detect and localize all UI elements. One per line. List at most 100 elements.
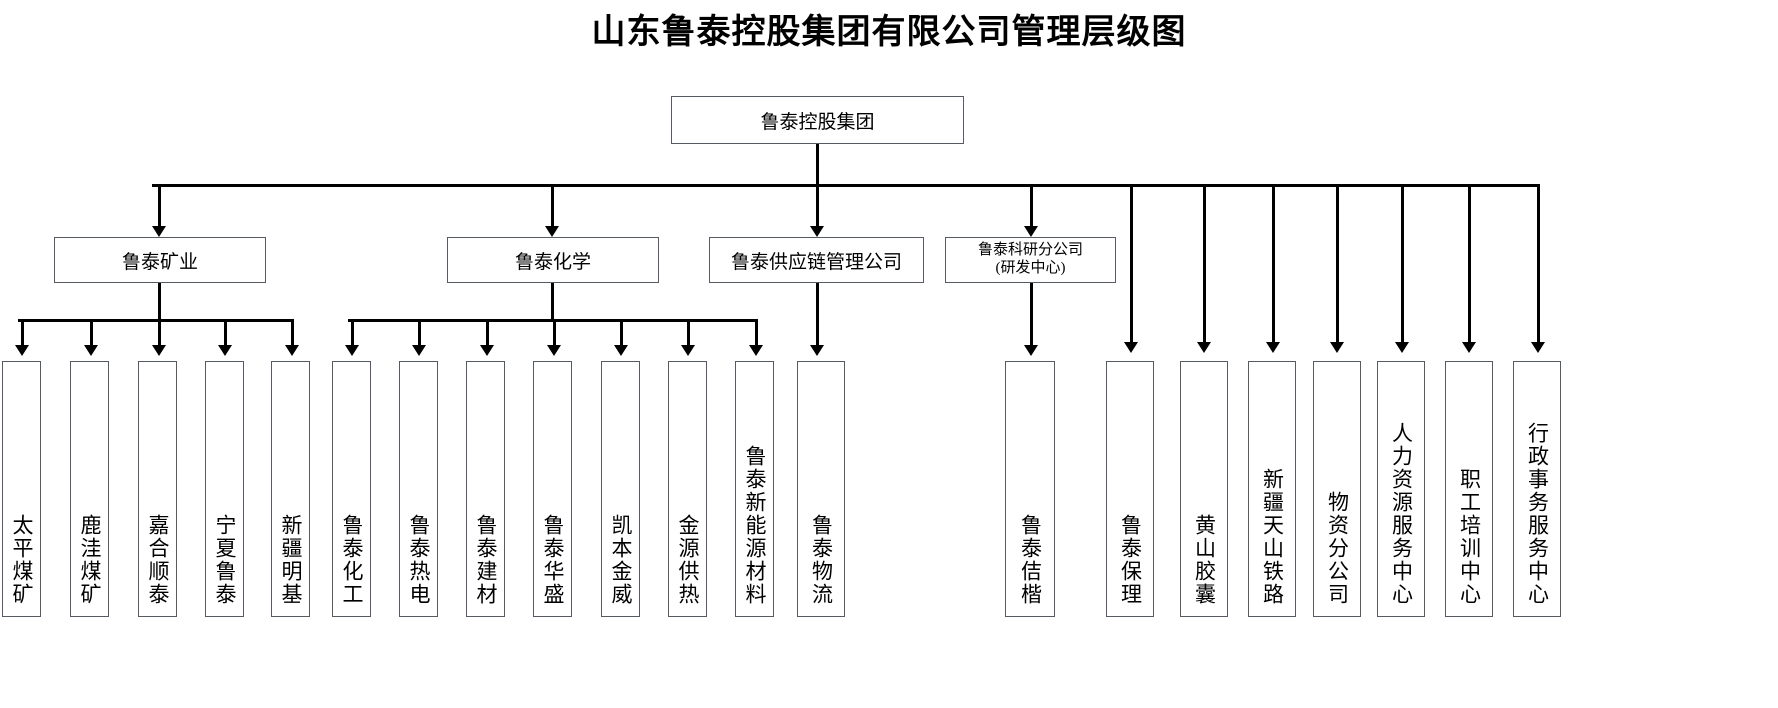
node-division-supply[interactable]: 鲁泰供应链管理公司 — [709, 237, 924, 283]
leaf-label-chemical-4: 凯本金威 — [609, 514, 633, 606]
node-root-label: 鲁泰控股集团 — [760, 111, 875, 133]
leaf-label-rnd-0: 鲁泰佶楷 — [1018, 514, 1043, 606]
leaf-node-supply-0[interactable]: 鲁泰物流 — [797, 361, 845, 617]
connector-drop-direct-6 — [1537, 184, 1540, 344]
connector-chemical-child-2 — [486, 319, 489, 347]
leaf-node-chemical-6[interactable]: 鲁泰新能源材料 — [735, 361, 774, 617]
connector-chemical-child-1 — [418, 319, 421, 347]
connector-mining-child-1 — [90, 319, 93, 347]
connector-root-stem — [816, 144, 819, 184]
leaf-node-mining-3[interactable]: 宁夏鲁泰 — [205, 361, 244, 617]
leaf-node-direct-1[interactable]: 黄山胶囊 — [1180, 361, 1228, 617]
leaf-label-direct-1: 黄山胶囊 — [1192, 514, 1217, 606]
arrow-mining-child-3 — [218, 345, 232, 356]
leaf-node-chemical-5[interactable]: 金源供热 — [668, 361, 707, 617]
leaf-label-chemical-3: 鲁泰华盛 — [541, 514, 565, 606]
arrow-mining-child-1 — [84, 345, 98, 356]
connector-mining-child-4 — [291, 319, 294, 347]
arrow-direct-1 — [1197, 342, 1211, 353]
leaf-label-direct-2: 新疆天山铁路 — [1260, 468, 1285, 606]
leaf-label-chemical-2: 鲁泰建材 — [474, 514, 498, 606]
leaf-node-mining-4[interactable]: 新疆明基 — [271, 361, 310, 617]
leaf-node-chemical-4[interactable]: 凯本金威 — [601, 361, 640, 617]
connector-chemical-child-3 — [553, 319, 556, 347]
arrow-chemical-child-1 — [412, 345, 426, 356]
leaf-node-chemical-2[interactable]: 鲁泰建材 — [466, 361, 505, 617]
arrow-rnd — [1024, 226, 1038, 237]
leaf-node-mining-0[interactable]: 太平煤矿 — [2, 361, 41, 617]
connector-drop-direct-5 — [1468, 184, 1471, 344]
leaf-label-mining-3: 宁夏鲁泰 — [213, 514, 237, 606]
arrow-chemical-child-4 — [614, 345, 628, 356]
connector-drop-direct-2 — [1272, 184, 1275, 344]
leaf-node-direct-2[interactable]: 新疆天山铁路 — [1248, 361, 1296, 617]
connector-mining-child-2 — [158, 319, 161, 347]
leaf-node-chemical-3[interactable]: 鲁泰华盛 — [533, 361, 572, 617]
connector-drop-direct-0 — [1130, 184, 1133, 344]
leaf-node-direct-6[interactable]: 行政事务服务中心 — [1513, 361, 1561, 617]
leaf-label-direct-0: 鲁泰保理 — [1118, 514, 1143, 606]
arrow-chemical-child-0 — [345, 345, 359, 356]
connector-mining-child-3 — [224, 319, 227, 347]
node-division-supply-label: 鲁泰供应链管理公司 — [730, 251, 902, 273]
arrow-mining-child-4 — [285, 345, 299, 356]
connector-drop-chemical — [551, 184, 554, 228]
leaf-label-mining-2: 嘉合顺泰 — [146, 514, 170, 606]
leaf-node-chemical-0[interactable]: 鲁泰化工 — [332, 361, 371, 617]
arrow-direct-4 — [1395, 342, 1409, 353]
connector-drop-mining — [158, 184, 161, 228]
leaf-node-direct-0[interactable]: 鲁泰保理 — [1106, 361, 1154, 617]
arrow-direct-0 — [1124, 342, 1138, 353]
arrow-chemical-child-3 — [547, 345, 561, 356]
leaf-label-mining-4: 新疆明基 — [279, 514, 303, 606]
arrow-direct-3 — [1330, 342, 1344, 353]
leaf-node-direct-3[interactable]: 物资分公司 — [1313, 361, 1361, 617]
arrow-chemical-child-2 — [480, 345, 494, 356]
node-division-mining[interactable]: 鲁泰矿业 — [54, 237, 266, 283]
node-root[interactable]: 鲁泰控股集团 — [671, 96, 964, 144]
connector-supply-stem — [816, 283, 819, 347]
arrow-direct-2 — [1266, 342, 1280, 353]
connector-mining-child-0 — [21, 319, 24, 347]
node-division-chemical-label: 鲁泰化学 — [514, 251, 591, 273]
leaf-node-chemical-1[interactable]: 鲁泰热电 — [399, 361, 438, 617]
leaf-label-direct-3: 物资分公司 — [1325, 491, 1350, 606]
connector-drop-direct-1 — [1203, 184, 1206, 344]
leaf-node-direct-5[interactable]: 职工培训中心 — [1445, 361, 1493, 617]
arrow-supply — [810, 226, 824, 237]
leaf-node-rnd-0[interactable]: 鲁泰佶楷 — [1005, 361, 1055, 617]
leaf-label-mining-0: 太平煤矿 — [10, 514, 34, 606]
connector-mining-stem — [158, 283, 161, 319]
connector-chemical-child-5 — [687, 319, 690, 347]
leaf-node-mining-1[interactable]: 鹿洼煤矿 — [70, 361, 109, 617]
node-division-chemical[interactable]: 鲁泰化学 — [447, 237, 659, 283]
page-title: 山东鲁泰控股集团有限公司管理层级图 — [591, 14, 1187, 51]
arrow-mining — [152, 226, 166, 237]
node-division-rnd[interactable]: 鲁泰科研分公司 (研发中心) — [945, 237, 1116, 283]
leaf-label-supply-0: 鲁泰物流 — [809, 514, 834, 606]
leaf-label-direct-4: 人力资源服务中心 — [1389, 422, 1414, 606]
leaf-label-mining-1: 鹿洼煤矿 — [78, 514, 102, 606]
leaf-node-mining-2[interactable]: 嘉合顺泰 — [138, 361, 177, 617]
node-division-rnd-sublabel: (研发中心) — [995, 260, 1066, 276]
arrow-rnd-child-0 — [1024, 345, 1038, 356]
leaf-node-direct-4[interactable]: 人力资源服务中心 — [1377, 361, 1425, 617]
leaf-label-chemical-1: 鲁泰热电 — [407, 514, 431, 606]
connector-chemical-child-4 — [620, 319, 623, 347]
arrow-chemical — [545, 226, 559, 237]
connector-drop-direct-3 — [1336, 184, 1339, 344]
arrow-chemical-child-5 — [681, 345, 695, 356]
connector-mining-bus — [18, 319, 294, 322]
node-division-mining-label: 鲁泰矿业 — [121, 251, 198, 273]
connector-chemical-child-0 — [351, 319, 354, 347]
arrow-chemical-child-6 — [749, 345, 763, 356]
leaf-label-direct-5: 职工培训中心 — [1457, 468, 1482, 606]
node-division-rnd-label: 鲁泰科研分公司 — [977, 242, 1083, 259]
arrow-mining-child-0 — [15, 345, 29, 356]
arrow-mining-child-2 — [152, 345, 166, 356]
connector-drop-supply — [816, 184, 819, 228]
arrow-supply-child-0 — [810, 345, 824, 356]
arrow-direct-5 — [1462, 342, 1476, 353]
connector-chemical-stem — [551, 283, 554, 319]
